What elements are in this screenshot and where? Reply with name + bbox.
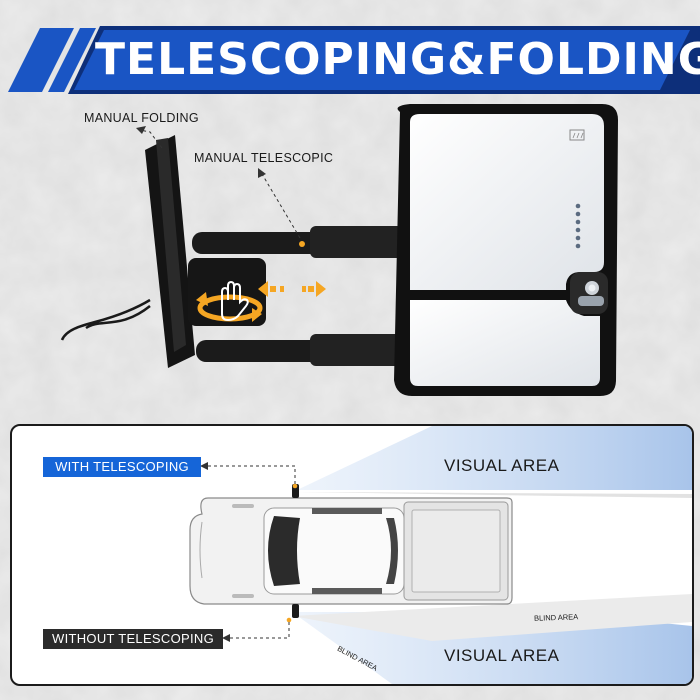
visual-area-diagram: WITH TELESCOPING WITHOUT TELESCOPING VIS… bbox=[10, 424, 694, 686]
blind-area-bottom bbox=[292, 594, 692, 641]
manual-folding-label: MANUAL FOLDING bbox=[84, 111, 199, 125]
blind-area-top-label: BLIND AREA bbox=[533, 612, 579, 623]
lower-mirror-glass bbox=[410, 300, 600, 386]
wire bbox=[60, 298, 151, 341]
visual-area-bottom-label: VISUAL AREA bbox=[444, 646, 560, 665]
telescopic-leader bbox=[261, 173, 301, 239]
manual-telescopic-label: MANUAL TELESCOPIC bbox=[194, 151, 334, 165]
defrost-icon bbox=[569, 129, 585, 141]
clearance-light bbox=[570, 272, 608, 314]
title-banner: TELESCOPING&FOLDING bbox=[0, 0, 700, 110]
banner-title: TELESCOPING&FOLDING bbox=[95, 34, 700, 85]
truck-top-view bbox=[189, 497, 513, 605]
arrow-right-icon bbox=[302, 281, 326, 297]
banner-stripes bbox=[8, 26, 700, 94]
visual-area-top-label: VISUAL AREA bbox=[444, 456, 560, 475]
without-telescoping-tag: WITHOUT TELESCOPING bbox=[43, 629, 223, 649]
turn-signal-leds-icon bbox=[575, 203, 581, 249]
with-leader bbox=[204, 465, 296, 484]
hand-rotate-icon bbox=[196, 280, 263, 322]
visual-area-top-beam bbox=[297, 426, 692, 490]
with-telescoping-tag: WITH TELESCOPING bbox=[43, 457, 201, 477]
mirror-illustration bbox=[60, 104, 618, 396]
mirror-bottom bbox=[292, 604, 299, 618]
diagram-art bbox=[189, 426, 692, 684]
without-leader bbox=[226, 622, 290, 639]
arrow-left-icon bbox=[258, 281, 284, 297]
telescope-marker bbox=[299, 241, 305, 247]
blind-area-top bbox=[297, 492, 692, 498]
upper-mirror-glass bbox=[410, 114, 604, 290]
